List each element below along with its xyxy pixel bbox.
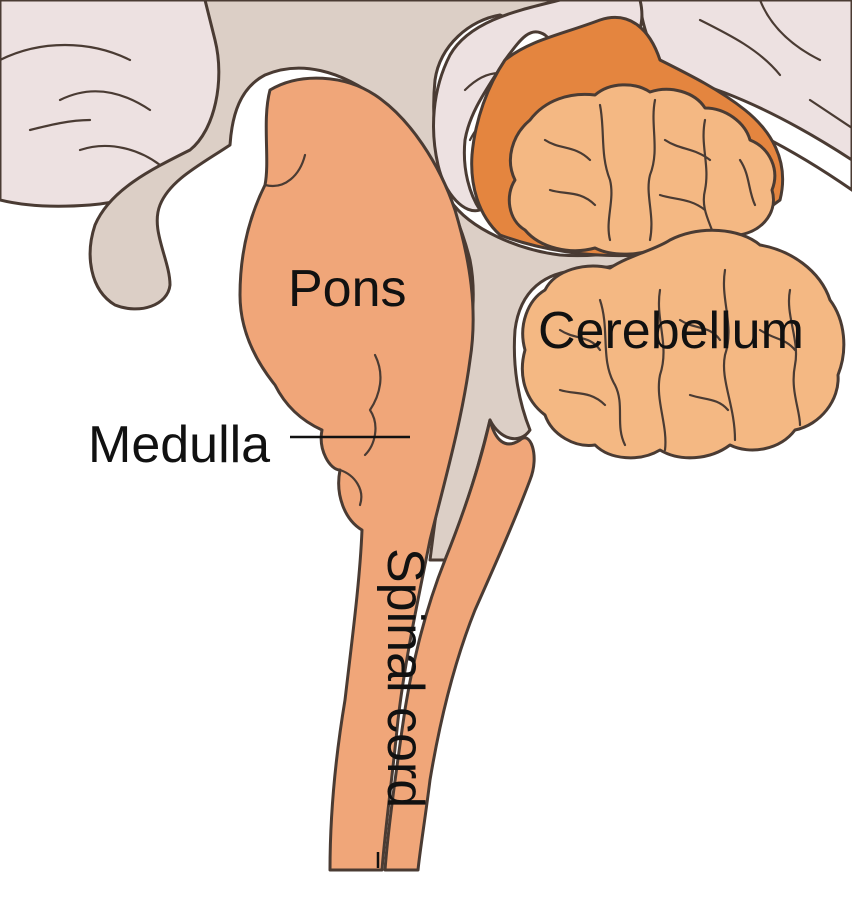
label-medulla: Medulla	[88, 416, 270, 474]
label-cerebellum: Cerebellum	[538, 302, 804, 360]
cerebellum-lower-lobe	[520, 228, 846, 460]
cerebrum-left-fold	[0, 43, 162, 167]
cerebellum-upper-folds	[543, 98, 757, 242]
label-spinal-cord: Spinal cord	[376, 548, 434, 808]
pons-fold	[263, 153, 382, 507]
cerebrum-left-lobe	[0, 0, 228, 208]
label-pons: Pons	[288, 260, 407, 318]
cerebrum-right-fold	[698, 0, 852, 130]
cerebellum-lower-folds	[558, 268, 802, 452]
spinal-cord-side-strip	[383, 418, 536, 872]
cerebellum-upper-lobe	[507, 83, 777, 256]
pons-medulla-spinal-body	[238, 76, 475, 872]
